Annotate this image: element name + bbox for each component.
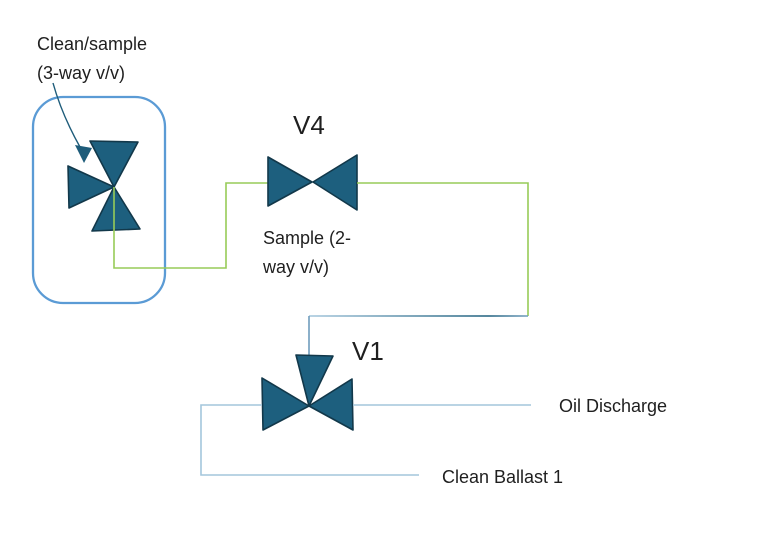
valve-port-top xyxy=(295,354,334,407)
sample-label-line1: Sample (2- xyxy=(263,228,352,248)
v1-label: V1 xyxy=(352,336,384,366)
clean-sample-label-line2: (3-way v/v) xyxy=(37,63,126,83)
clean-ballast-label: Clean Ballast 1 xyxy=(442,467,564,487)
sample-pipe-right xyxy=(357,182,529,316)
clean-sample-label-line1: Clean/sample xyxy=(37,34,148,54)
valve-port-left xyxy=(267,156,313,207)
three-way-valve-clean-sample xyxy=(67,140,141,232)
sample-pipe-left xyxy=(113,182,268,269)
clean-sample-label: Clean/sample (3-way v/v) xyxy=(37,30,147,88)
two-way-valve-v4 xyxy=(267,154,358,211)
valve-port-left xyxy=(261,377,310,431)
valve-port-top xyxy=(89,140,139,188)
oil-discharge-label: Oil Discharge xyxy=(559,396,668,416)
sample-label: Sample (2- way v/v) xyxy=(263,224,351,282)
three-way-valve-v1 xyxy=(261,354,354,431)
sample-label-line2: way v/v) xyxy=(263,257,330,277)
v4-label: V4 xyxy=(293,110,325,140)
valve-port-bottom xyxy=(91,186,141,232)
valve-port-left xyxy=(67,165,115,209)
clean-ballast-pipe xyxy=(200,404,419,476)
valve-port-right xyxy=(308,378,354,431)
clean-sample-enclosure xyxy=(31,95,167,305)
curved-arrow-icon xyxy=(52,82,92,163)
valve-port-right xyxy=(312,154,358,211)
